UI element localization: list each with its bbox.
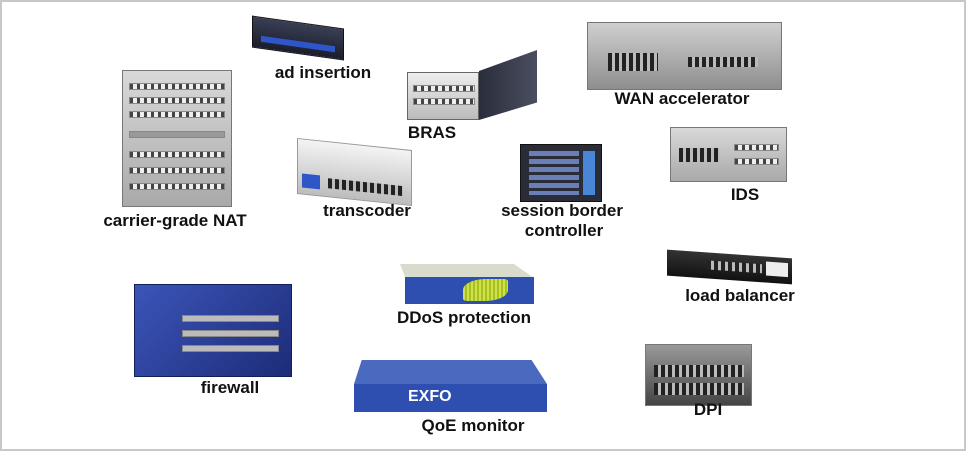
- session-border-controller-label-line1: session border: [501, 201, 623, 220]
- qoe-monitor-device: EXFO: [354, 360, 547, 412]
- wan-accelerator-label: WAN accelerator: [614, 89, 750, 108]
- firewall-device: [134, 284, 292, 377]
- ad-insertion-label: ad insertion: [274, 63, 372, 82]
- load-balancer-device: [667, 249, 792, 285]
- carrier-grade-nat-label: carrier-grade NAT: [103, 211, 247, 230]
- load-balancer-label: load balancer: [685, 286, 795, 305]
- transcoder-label: transcoder: [323, 201, 411, 220]
- carrier-grade-nat-device: [122, 70, 232, 207]
- bras-label: BRAS: [407, 123, 457, 142]
- qoe-monitor-label: QoE monitor: [421, 416, 525, 435]
- session-border-controller-device: [520, 144, 602, 202]
- ddos-protection-label: DDoS protection: [396, 308, 532, 327]
- wan-accelerator-device: [587, 22, 782, 90]
- ids-label: IDS: [730, 185, 760, 204]
- exfo-brand-logo: EXFO: [354, 384, 547, 412]
- dpi-device: [645, 344, 752, 406]
- ad-insertion-device: [252, 15, 344, 61]
- bras-device: [407, 50, 537, 120]
- transcoder-device: [297, 137, 412, 207]
- session-border-controller-label-line2: controller: [524, 221, 604, 240]
- dpi-label: DPI: [693, 400, 723, 419]
- ddos-protection-device: [400, 264, 534, 304]
- firewall-label: firewall: [200, 378, 260, 397]
- ids-device: [670, 127, 787, 182]
